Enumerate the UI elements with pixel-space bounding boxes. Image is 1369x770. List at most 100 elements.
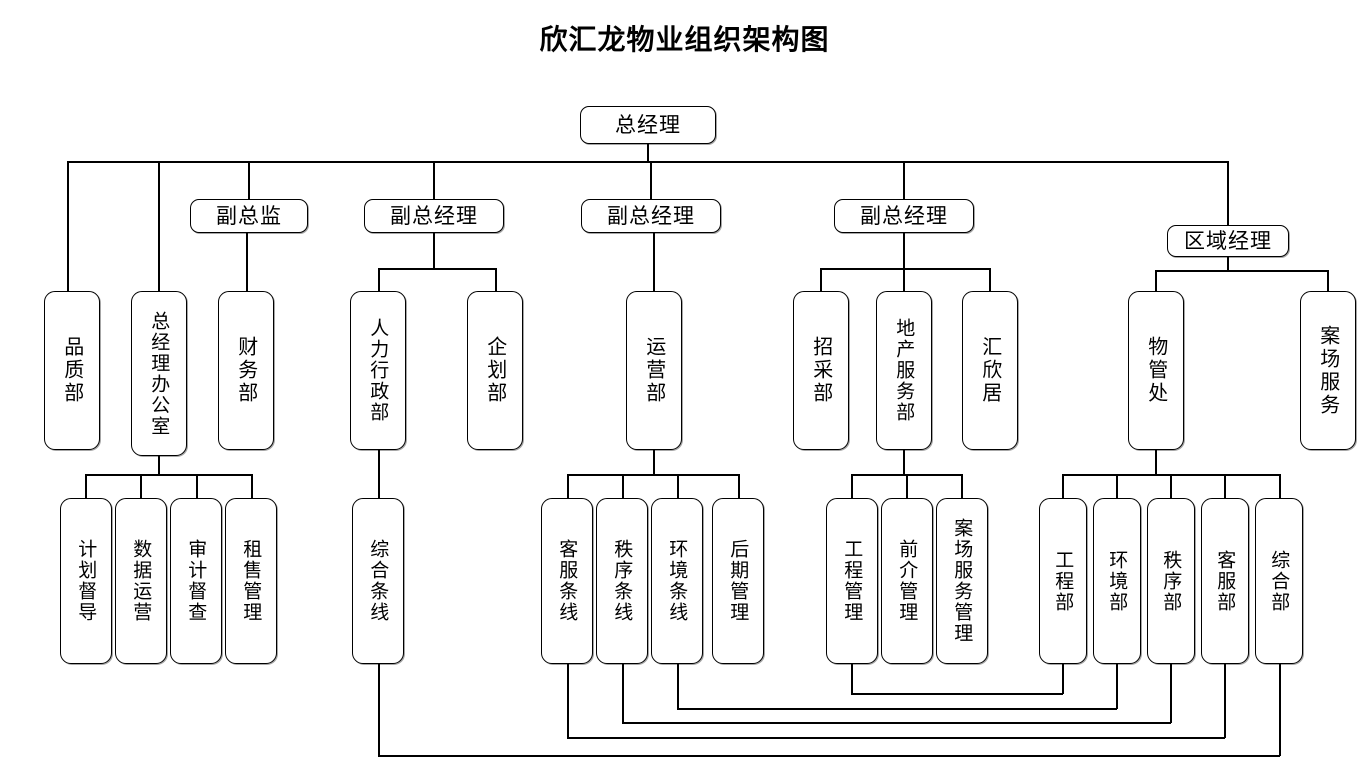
- node-environment-line[interactable]: 环境条线: [651, 498, 703, 664]
- node-label: 总经理办公室: [148, 310, 171, 437]
- node-label: 环境条线: [666, 539, 689, 623]
- connector-area-stem: [1227, 257, 1229, 270]
- crosslink-env-up-to-dept: [1116, 664, 1118, 709]
- node-engineering-management[interactable]: 工程管理: [826, 498, 878, 664]
- node-label: 副总监: [216, 203, 282, 228]
- node-label: 秩序条线: [611, 539, 634, 623]
- node-procurement-dept[interactable]: 招采部: [793, 291, 849, 450]
- connector-vp2-to-operations: [653, 233, 655, 292]
- connector-bus-to-vp1: [433, 161, 435, 200]
- node-label: 运营部: [642, 336, 667, 405]
- node-vice-general-manager-2[interactable]: 副总经理: [581, 199, 721, 233]
- connector-vp3-bar: [820, 268, 990, 270]
- connector-gm-stem: [647, 144, 649, 162]
- node-finance-dept[interactable]: 财务部: [218, 291, 274, 450]
- node-hr-admin-dept[interactable]: 人力行政部: [350, 291, 406, 450]
- crosslink-eng-mgmt-down: [851, 664, 853, 694]
- crosslink-eng-bar: [851, 693, 1063, 695]
- node-label: 环境部: [1106, 549, 1129, 613]
- crosslink-order-line-down: [622, 664, 624, 723]
- connector-gm-office-to-lease: [251, 474, 253, 499]
- node-huixinju[interactable]: 汇欣居: [962, 291, 1018, 450]
- connector-bus-to-vp3: [903, 161, 905, 200]
- connector-prop-to-eng-dept: [1062, 474, 1064, 499]
- node-label: 综合部: [1268, 549, 1291, 613]
- connector-prop-to-order-dept: [1170, 474, 1172, 499]
- node-label: 客服部: [1214, 549, 1237, 613]
- connector-vp-director-to-finance: [246, 233, 248, 292]
- node-label: 财务部: [234, 336, 259, 405]
- crosslink-comp-up-to-dept: [1279, 664, 1281, 756]
- connector-vp1-stem: [433, 233, 435, 268]
- node-comprehensive-line[interactable]: 综合条线: [352, 498, 404, 664]
- node-label: 工程管理: [841, 539, 864, 623]
- node-label: 客服条线: [556, 539, 579, 623]
- node-post-management[interactable]: 后期管理: [712, 498, 764, 664]
- crosslink-comp-bar: [378, 755, 1280, 757]
- connector-vp3-stem: [903, 233, 905, 268]
- node-vp-director[interactable]: 副总监: [190, 199, 308, 233]
- node-audit-supervision[interactable]: 审计督查: [170, 498, 222, 664]
- node-order-dept[interactable]: 秩序部: [1147, 498, 1195, 664]
- node-general-manager[interactable]: 总经理: [580, 106, 716, 144]
- connector-prop-to-cs-dept: [1224, 474, 1226, 499]
- node-sales-office-service[interactable]: 案场服务: [1300, 291, 1356, 450]
- node-data-operations[interactable]: 数据运营: [115, 498, 167, 664]
- connector-gm-office-to-data-ops: [140, 474, 142, 499]
- node-label: 汇欣居: [978, 336, 1003, 405]
- node-quality-dept[interactable]: 品质部: [44, 291, 100, 450]
- node-comprehensive-dept[interactable]: 综合部: [1255, 498, 1303, 664]
- connector-gm-office-to-audit: [196, 474, 198, 499]
- node-vice-general-manager-3[interactable]: 副总经理: [834, 199, 974, 233]
- node-label: 数据运营: [130, 539, 153, 623]
- node-order-line[interactable]: 秩序条线: [596, 498, 648, 664]
- connector-operations-to-cs-line: [567, 474, 569, 499]
- connector-operations-bar: [567, 474, 738, 476]
- node-label: 副总经理: [390, 203, 478, 228]
- node-planning-dept[interactable]: 企划部: [467, 291, 523, 450]
- connector-vp1-bar: [378, 268, 495, 270]
- node-environment-dept[interactable]: 环境部: [1093, 498, 1141, 664]
- node-label: 案场服务: [1316, 324, 1341, 417]
- node-gm-office[interactable]: 总经理办公室: [131, 291, 187, 456]
- node-plan-supervision[interactable]: 计划督导: [60, 498, 112, 664]
- connector-vp1-to-hr: [378, 268, 380, 292]
- crosslink-env-bar: [677, 708, 1117, 710]
- crosslink-env-line-down: [677, 664, 679, 709]
- crosslink-cs-bar: [567, 737, 1225, 739]
- crosslink-cs-line-down: [567, 664, 569, 738]
- node-lease-management[interactable]: 租售管理: [225, 498, 277, 664]
- connector-gm-office-to-plan-sup: [85, 474, 87, 499]
- crosslink-eng-up-to-dept: [1062, 664, 1064, 694]
- crosslink-order-up-to-dept: [1170, 664, 1172, 723]
- node-label: 企划部: [483, 336, 508, 405]
- node-label: 区域经理: [1184, 228, 1272, 253]
- node-pre-intervention-management[interactable]: 前介管理: [881, 498, 933, 664]
- connector-bus-to-vp2: [650, 161, 652, 200]
- node-label: 副总经理: [860, 203, 948, 228]
- node-property-mgmt-office[interactable]: 物管处: [1128, 291, 1184, 450]
- node-realestate-service-dept[interactable]: 地产服务部: [876, 291, 932, 450]
- node-engineering-dept[interactable]: 工程部: [1039, 498, 1087, 664]
- node-operations-dept[interactable]: 运营部: [626, 291, 682, 450]
- connector-hr-to-comp-line: [378, 450, 380, 499]
- node-label: 前介管理: [896, 539, 919, 623]
- node-label: 人力行政部: [367, 318, 390, 423]
- node-sales-office-service-management[interactable]: 案场服务管理: [936, 498, 988, 664]
- crosslink-order-bar: [622, 722, 1171, 724]
- connector-area-to-prop-mgmt: [1155, 270, 1157, 292]
- node-vice-general-manager-1[interactable]: 副总经理: [364, 199, 504, 233]
- connector-realestate-stem: [903, 450, 905, 474]
- connector-realestate-to-pre-mgmt: [906, 474, 908, 499]
- node-label: 计划督导: [75, 539, 98, 623]
- connector-bus-to-quality: [67, 161, 69, 292]
- node-label: 物管处: [1144, 336, 1169, 405]
- node-customer-service-line[interactable]: 客服条线: [541, 498, 593, 664]
- node-customer-service-dept[interactable]: 客服部: [1201, 498, 1249, 664]
- connector-vp3-to-realestate: [903, 268, 905, 292]
- connector-main-bus: [67, 161, 1228, 163]
- connector-bus-to-area-mgr: [1227, 161, 1229, 226]
- node-label: 招采部: [809, 336, 834, 405]
- node-area-manager[interactable]: 区域经理: [1167, 225, 1289, 257]
- node-label: 地产服务部: [893, 318, 916, 423]
